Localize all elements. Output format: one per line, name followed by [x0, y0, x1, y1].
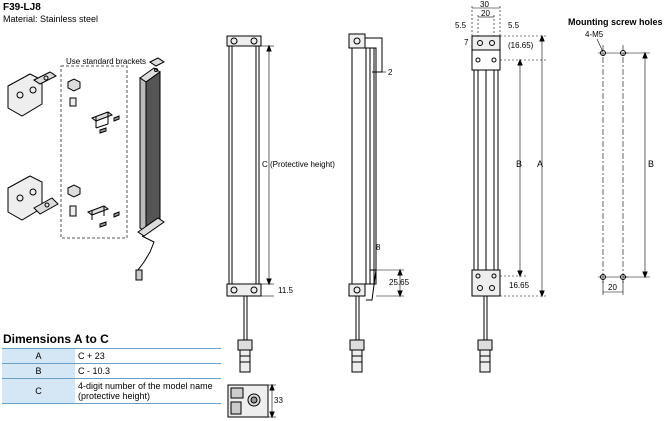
rear-a-label: A: [537, 159, 544, 169]
rear-dim-20: 20: [481, 9, 490, 18]
side-dim-small: 8: [376, 243, 381, 252]
mounting-holes: [596, 38, 650, 295]
dimension-key: B: [2, 363, 75, 379]
dimension-value: C - 10.3: [75, 363, 221, 379]
side-dim-top: 2: [388, 68, 393, 77]
dimension-key: A: [2, 348, 75, 364]
model-title: F39-LJ8: [3, 2, 41, 13]
side-dim-bottom: 25.65: [389, 278, 410, 287]
material-label: Material: Stainless steel: [3, 14, 99, 24]
brackets-note: Use standard brackets: [66, 57, 147, 66]
mounting-spacing-label: 20: [608, 283, 617, 292]
bracket-illustration: [7, 57, 165, 281]
table-row: B C - 10.3: [2, 363, 221, 379]
dimensions-title: Dimensions A to C: [3, 332, 109, 346]
side-view: [348, 33, 404, 373]
dimensions-table: A C + 23 B C - 10.3 C 4-digit number of …: [2, 348, 221, 404]
rear-view: [471, 6, 548, 373]
table-row: C 4-digit number of the model name (prot…: [2, 378, 221, 404]
end-view: [227, 383, 276, 419]
dimension-value: C + 23: [75, 348, 221, 364]
mounting-title: Mounting screw holes: [568, 17, 663, 27]
front-view: [226, 35, 274, 373]
rear-dim-7: 7: [464, 38, 469, 47]
rear-b-label: B: [516, 159, 523, 169]
rear-dim-55-right: 5.5: [508, 21, 520, 30]
end-view-dim: 33: [274, 396, 283, 405]
mounting-screw-label: 4-M5: [585, 30, 604, 39]
rear-dim-55-left: 5.5: [455, 21, 467, 30]
rear-dim-1665-bottom: 16.65: [509, 281, 530, 290]
table-row: A C + 23: [2, 348, 221, 364]
rear-dim-30: 30: [480, 0, 489, 9]
front-bottom-dim: 11.5: [278, 286, 293, 295]
mounting-b-label: B: [648, 159, 655, 169]
rear-dim-1665-top: (16.65): [508, 41, 534, 50]
front-c-label: C (Protective height): [262, 160, 335, 169]
dimension-value: 4-digit number of the model name (protec…: [75, 378, 221, 404]
dimension-key: C: [2, 378, 75, 404]
